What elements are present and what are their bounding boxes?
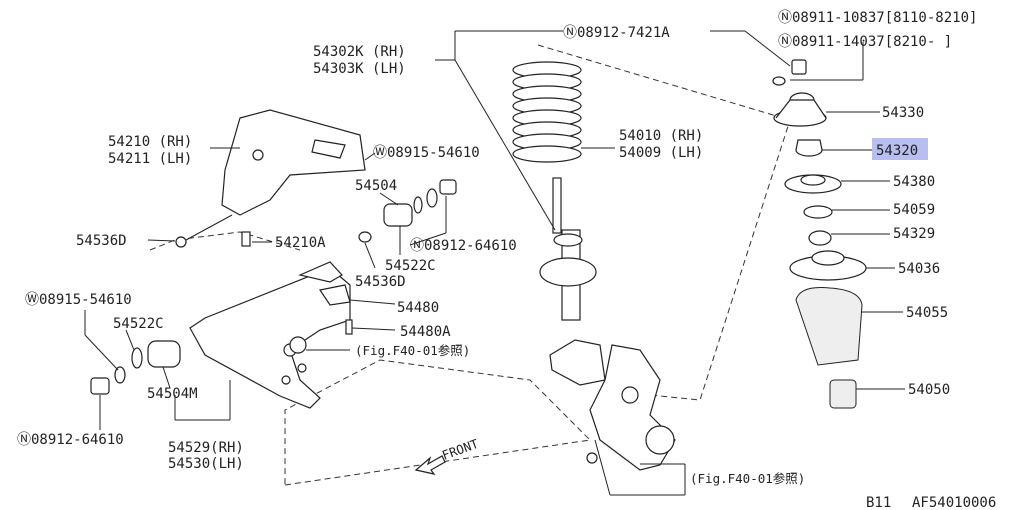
shock-absorber-strut xyxy=(539,177,606,386)
bracket-54480 xyxy=(319,284,351,306)
label-54329[interactable]: 54329 xyxy=(893,226,935,242)
insulator-54036 xyxy=(789,250,867,281)
label-54536d-left[interactable]: 54536D xyxy=(76,233,127,249)
label-54330[interactable]: 54330 xyxy=(882,105,924,121)
washer-left xyxy=(114,366,126,384)
bump-ring-54329 xyxy=(808,230,832,246)
label-54036[interactable]: 54036 xyxy=(898,261,940,277)
label-54380[interactable]: 54380 xyxy=(893,174,935,190)
bushing-54504 xyxy=(383,203,413,227)
label-54522c-left[interactable]: 54522C xyxy=(113,316,164,332)
front-arrow-icon xyxy=(414,455,446,475)
footer-model: B11 xyxy=(866,495,891,510)
label-54320[interactable]: 54320 xyxy=(876,143,918,159)
label-n-08911-14037[interactable]: Ⓝ08911-14037[8210- ] xyxy=(778,34,952,50)
label-54303k[interactable]: 54303K (LH) xyxy=(313,61,406,77)
label-54050[interactable]: 54050 xyxy=(908,382,950,398)
label-54009[interactable]: 54009 (LH) xyxy=(619,145,703,161)
label-n-08912-7421a[interactable]: Ⓝ08912-7421A xyxy=(563,25,670,41)
label-n-08912-64610-mid[interactable]: Ⓝ08912-64610 xyxy=(410,238,517,254)
lower-arm-assembly-outline xyxy=(284,359,592,486)
lower-control-arm xyxy=(189,261,351,409)
ball-joint xyxy=(289,336,307,354)
footer-code: AF54010006 xyxy=(912,495,996,510)
bushing-54504m xyxy=(147,340,181,368)
label-54302k[interactable]: 54302K (RH) xyxy=(313,44,406,60)
nut-top xyxy=(791,59,807,75)
crossmember-outline xyxy=(149,231,301,251)
crossmember-54210 xyxy=(221,109,366,216)
label-54522c-mid[interactable]: 54522C xyxy=(385,258,436,274)
label-54059[interactable]: 54059 xyxy=(893,202,935,218)
label-n-08912-64610-left[interactable]: Ⓝ08912-64610 xyxy=(17,432,124,448)
label-54504[interactable]: 54504 xyxy=(355,178,397,194)
bolt-54210a xyxy=(241,231,251,247)
dust-boot-54055 xyxy=(795,287,863,366)
spacer-54059 xyxy=(803,205,833,219)
label-54529[interactable]: 54529(RH) xyxy=(168,440,244,456)
spring-seat-54380 xyxy=(784,174,842,194)
tension-rod xyxy=(175,214,233,248)
nut-left xyxy=(90,377,110,395)
washer-mid xyxy=(413,179,457,214)
label-54210[interactable]: 54210 (RH) xyxy=(108,134,192,150)
leader-lines xyxy=(84,30,905,496)
label-54504m[interactable]: 54504M xyxy=(147,386,198,402)
bolt-54480a xyxy=(345,319,353,335)
label-54010[interactable]: 54010 (RH) xyxy=(619,128,703,144)
label-n-08911-10837[interactable]: Ⓝ08911-10837[8110-8210] xyxy=(778,10,977,26)
label-54210a[interactable]: 54210A xyxy=(275,235,326,251)
highlight-54320 xyxy=(872,138,928,160)
washer-54522c-left xyxy=(131,347,143,369)
label-54480[interactable]: 54480 xyxy=(397,300,439,316)
bump-stop-54050 xyxy=(829,379,857,409)
label-fig-ref-mid[interactable]: (Fig.F40-01参照) xyxy=(355,343,470,358)
label-front: FRONT xyxy=(440,436,481,463)
label-54536d-mid[interactable]: 54536D xyxy=(355,274,406,290)
strut-assembly-outline xyxy=(537,44,791,401)
label-fig-ref-bottom[interactable]: (Fig.F40-01参照) xyxy=(690,471,805,486)
label-w-08915-54610-top[interactable]: Ⓦ08915-54610 xyxy=(373,145,480,161)
label-54211[interactable]: 54211 (LH) xyxy=(108,151,192,167)
label-54480a[interactable]: 54480A xyxy=(400,324,451,340)
washer-top xyxy=(772,76,786,86)
label-54530[interactable]: 54530(LH) xyxy=(168,456,244,472)
bearing-54320 xyxy=(795,139,823,157)
label-w-08915-54610-left[interactable]: Ⓦ08915-54610 xyxy=(25,292,132,308)
washer-54536d xyxy=(358,231,372,243)
coil-spring xyxy=(512,61,582,163)
label-54055[interactable]: 54055 xyxy=(906,305,948,321)
upper-mount-54330 xyxy=(773,92,827,127)
steering-knuckle xyxy=(586,344,676,471)
